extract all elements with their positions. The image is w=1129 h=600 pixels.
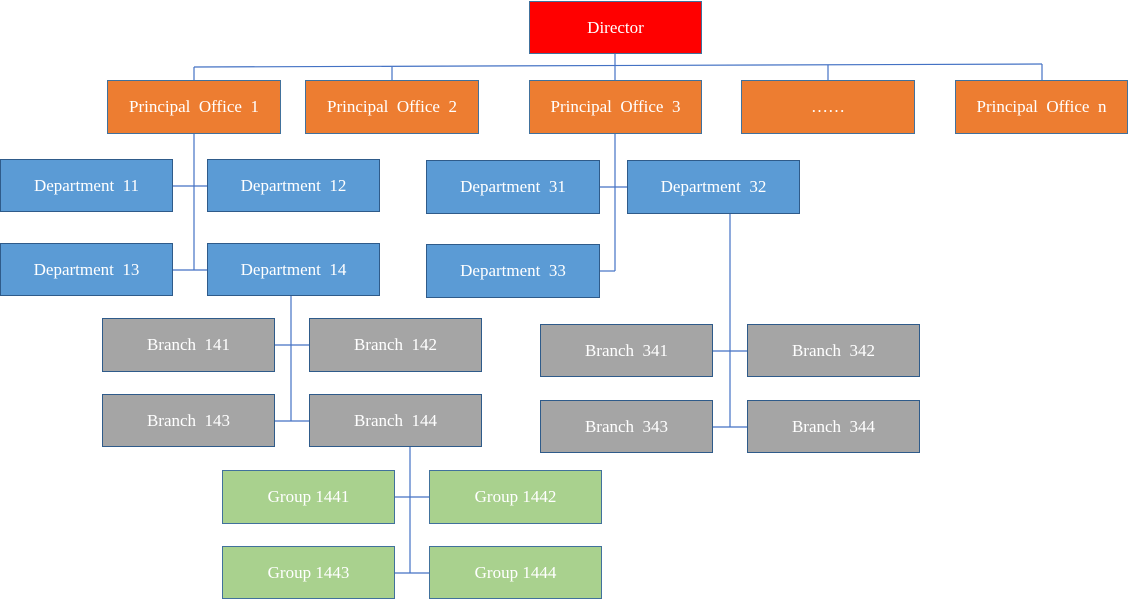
node-group-1442: Group 1442 [429, 470, 602, 524]
node-branch-141: Branch 141 [102, 318, 275, 372]
node-principal-office-3: Principal Office 3 [529, 80, 702, 134]
node-department-33: Department 33 [426, 244, 600, 298]
node-branch-342: Branch 342 [747, 324, 920, 377]
node-branch-344: Branch 344 [747, 400, 920, 453]
node-branch-341: Branch 341 [540, 324, 713, 377]
node-group-1441: Group 1441 [222, 470, 395, 524]
node-principal-office-1: Principal Office 1 [107, 80, 281, 134]
node-department-14: Department 14 [207, 243, 380, 296]
node-branch-343: Branch 343 [540, 400, 713, 453]
node-branch-144: Branch 144 [309, 394, 482, 447]
node-group-1443: Group 1443 [222, 546, 395, 599]
node-group-1444: Group 1444 [429, 546, 602, 599]
node-department-32: Department 32 [627, 160, 800, 214]
node-principal-office-n: Principal Office n [955, 80, 1128, 134]
node-department-11: Department 11 [0, 159, 173, 212]
node-department-31: Department 31 [426, 160, 600, 214]
node-branch-143: Branch 143 [102, 394, 275, 447]
node-department-12: Department 12 [207, 159, 380, 212]
node-branch-142: Branch 142 [309, 318, 482, 372]
connector [193, 63, 1043, 68]
node-director: Director [529, 1, 702, 54]
node-department-13: Department 13 [0, 243, 173, 296]
node-principal-office-ellipsis: …… [741, 80, 915, 134]
node-principal-office-2: Principal Office 2 [305, 80, 479, 134]
